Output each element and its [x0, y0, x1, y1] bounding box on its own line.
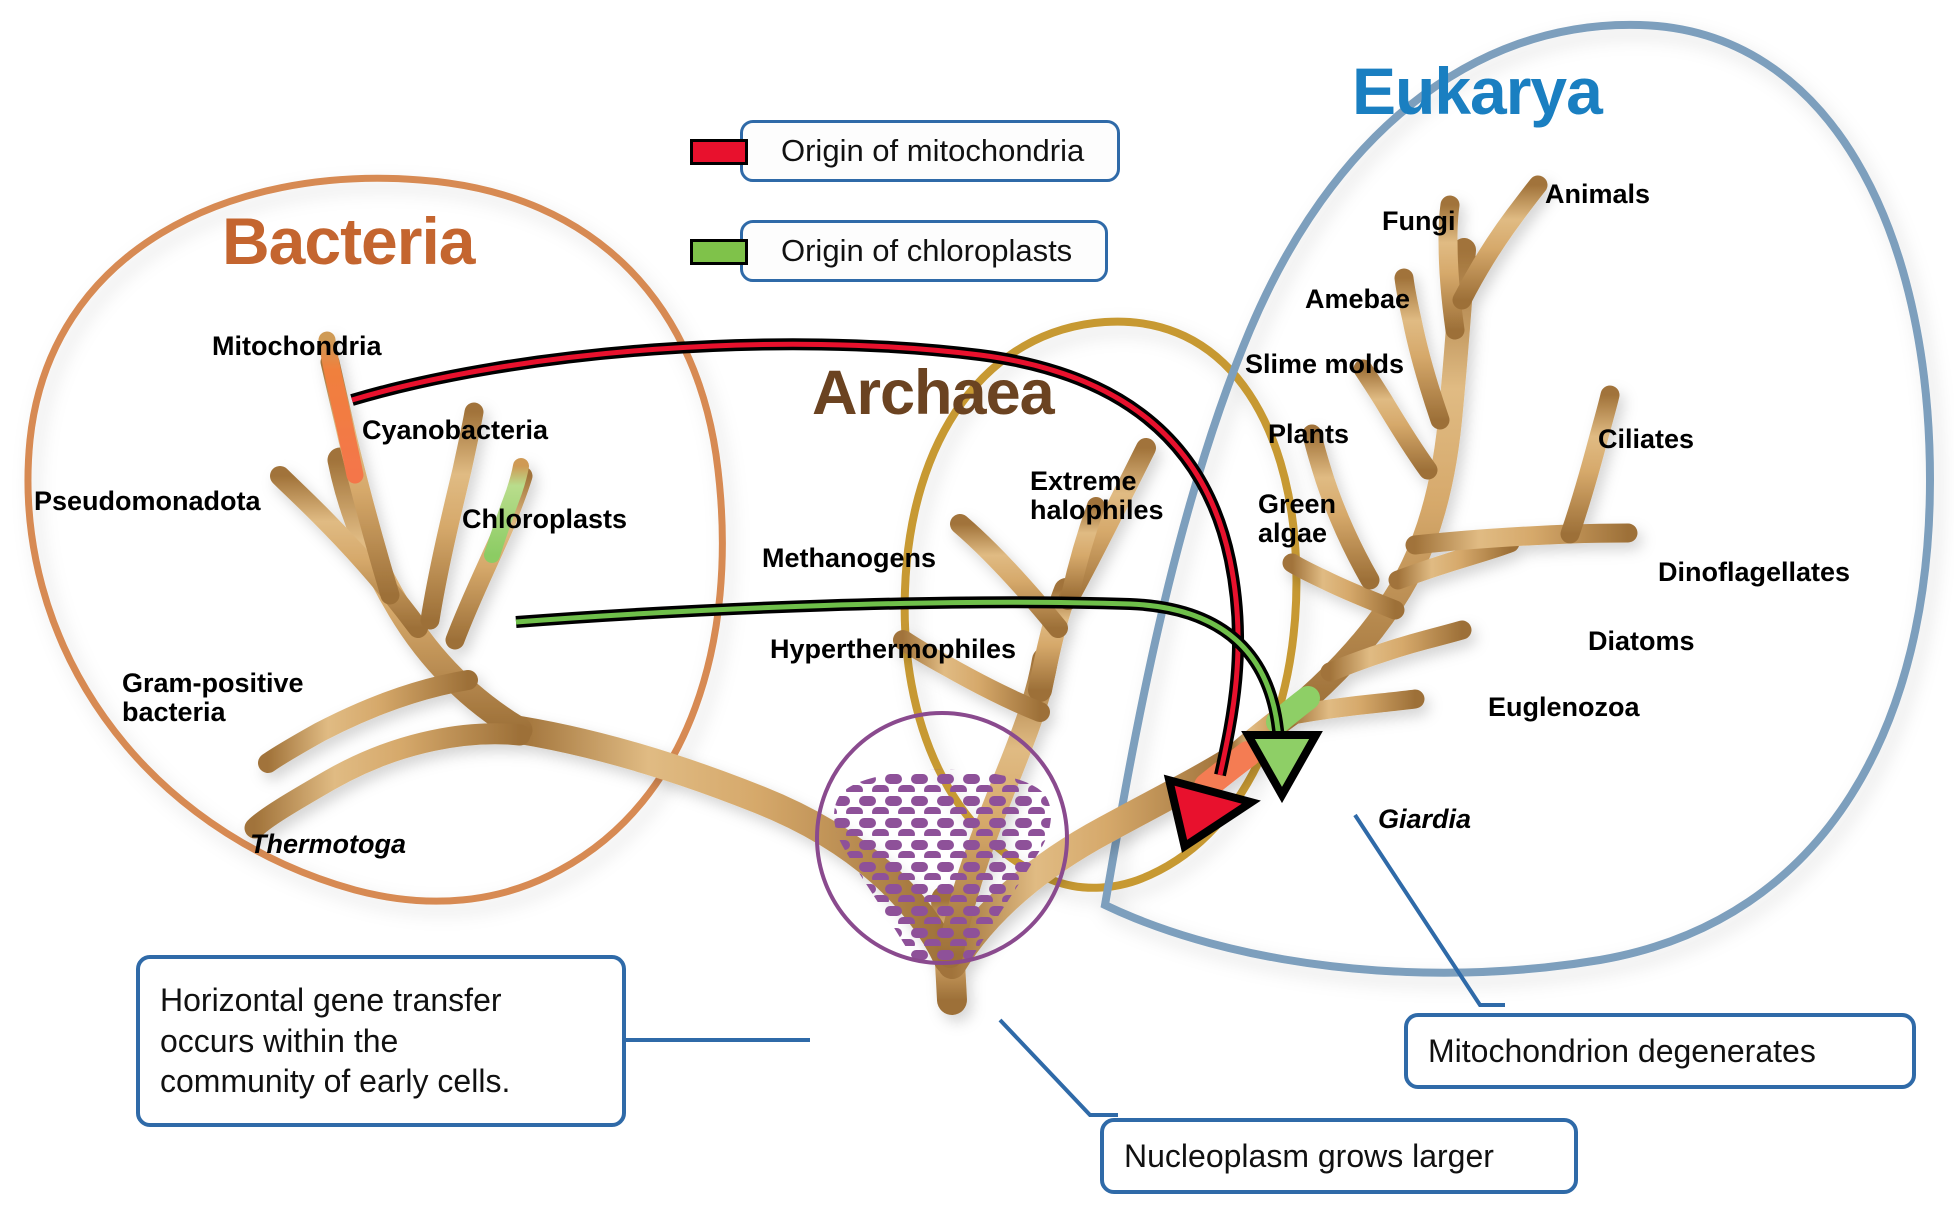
eukarya-oval	[1100, 20, 1935, 977]
callout-leaders	[620, 813, 1505, 1117]
taxon-label-extreme-halophiles: Extreme halophiles	[1030, 466, 1164, 526]
taxon-label-cyanobacteria: Cyanobacteria	[362, 415, 549, 445]
leader-mitochondrion-degenerates	[1353, 813, 1505, 1007]
bacteria-oval	[24, 174, 726, 905]
branch-amebae	[1394, 268, 1450, 430]
legend-swatch-chloroplasts	[690, 239, 748, 265]
legend-item-chloroplasts: Origin of chloroplasts	[690, 220, 1110, 282]
taxon-label-giardia: Giardia	[1378, 804, 1472, 834]
branch-plants	[1302, 424, 1380, 590]
branch-slime-molds	[1353, 359, 1438, 480]
nucleoplasm-region	[815, 711, 1069, 965]
taxon-label-ciliates: Ciliates	[1598, 424, 1695, 454]
nucleoplasm-outline	[815, 711, 1069, 965]
taxon-label-pseudomonadota: Pseudomonadota	[34, 486, 261, 516]
branch-fungi	[1438, 195, 1465, 340]
branch-animals	[1452, 175, 1548, 310]
legend-swatch-mitochondria	[690, 139, 748, 165]
branch-cyanobacteria	[420, 402, 484, 630]
callout-mitochondrion-degenerates: Mitochondrion degenerates	[1404, 1013, 1916, 1089]
taxon-label-chloroplasts: Chloroplasts	[462, 504, 628, 534]
domain-title-bacteria: Bacteria	[222, 204, 475, 278]
branch-chloroplasts-tip	[484, 458, 529, 563]
domain-title-eukarya: Eukarya	[1352, 54, 1603, 128]
branch-hyperthermophiles	[893, 630, 1050, 722]
legend-label-mitochondria: Origin of mitochondria	[781, 133, 1085, 168]
branch-ciliates	[1560, 385, 1620, 544]
branch-giardia	[1282, 689, 1425, 725]
legend-item-mitochondria: Origin of mitochondria	[690, 120, 1120, 182]
nucleoplasm-fill	[834, 769, 1051, 963]
taxon-label-gram-positive-bacteria: Gram-positive bacteria	[122, 668, 304, 728]
callout-text-horizontal-gene-transfer: Horizontal gene transfer occurs within t…	[160, 981, 511, 1100]
branch-euglenozoa	[1320, 620, 1472, 682]
domain-ovals	[24, 20, 1935, 977]
branch-methanogens-left	[950, 514, 1068, 638]
taxon-label-animals: Animals	[1545, 179, 1651, 209]
callout-text-mitochondrion-degenerates: Mitochondrion degenerates	[1428, 1032, 1816, 1069]
eukarya-mito-acquisition-segment	[1194, 741, 1261, 799]
domain-title-archaea: Archaea	[812, 358, 1055, 428]
legend-label-chloroplasts: Origin of chloroplasts	[781, 233, 1073, 268]
branch-gram-positive	[258, 670, 478, 773]
taxon-label-dinoflagellates: Dinoflagellates	[1658, 557, 1851, 587]
taxon-label-mitochondria: Mitochondria	[212, 331, 382, 361]
taxon-label-diatoms: Diatoms	[1588, 626, 1695, 656]
branch-archaea-extra	[1061, 497, 1105, 605]
origin-arrows	[350, 338, 1323, 853]
mitochondria-origin-arrowhead	[1163, 774, 1261, 853]
taxon-label-thermotoga: Thermotoga	[250, 829, 407, 859]
callout-horizontal-gene-transfer: Horizontal gene transfer occurs within t…	[136, 955, 626, 1127]
taxon-label-green-algae: Green algae	[1258, 489, 1337, 549]
taxon-label-fungi: Fungi	[1382, 206, 1456, 236]
branch-thermotoga	[244, 723, 531, 839]
branch-green-algae	[1282, 553, 1405, 620]
archaea-oval	[900, 317, 1301, 892]
taxon-label-slime-molds: Slime molds	[1245, 349, 1405, 379]
taxon-label-plants: Plants	[1268, 419, 1350, 449]
taxon-label-methanogens: Methanogens	[762, 543, 937, 573]
branch-mitochondria-tip	[318, 331, 364, 484]
chloroplast-origin-arrowhead	[1241, 731, 1323, 804]
taxon-label-amebae: Amebae	[1305, 284, 1411, 314]
chloroplast-origin-line	[515, 599, 1285, 791]
taxon-label-euglenozoa: Euglenozoa	[1488, 692, 1640, 722]
callout-nucleoplasm-grows-larger: Nucleoplasm grows larger	[1100, 1118, 1578, 1194]
taxon-label-hyperthermophiles: Hyperthermophiles	[770, 634, 1017, 664]
leader-nucleoplasm	[998, 1018, 1118, 1117]
branch-dinoflagellates	[1405, 523, 1638, 555]
callout-text-nucleoplasm-grows-larger: Nucleoplasm grows larger	[1124, 1137, 1494, 1174]
